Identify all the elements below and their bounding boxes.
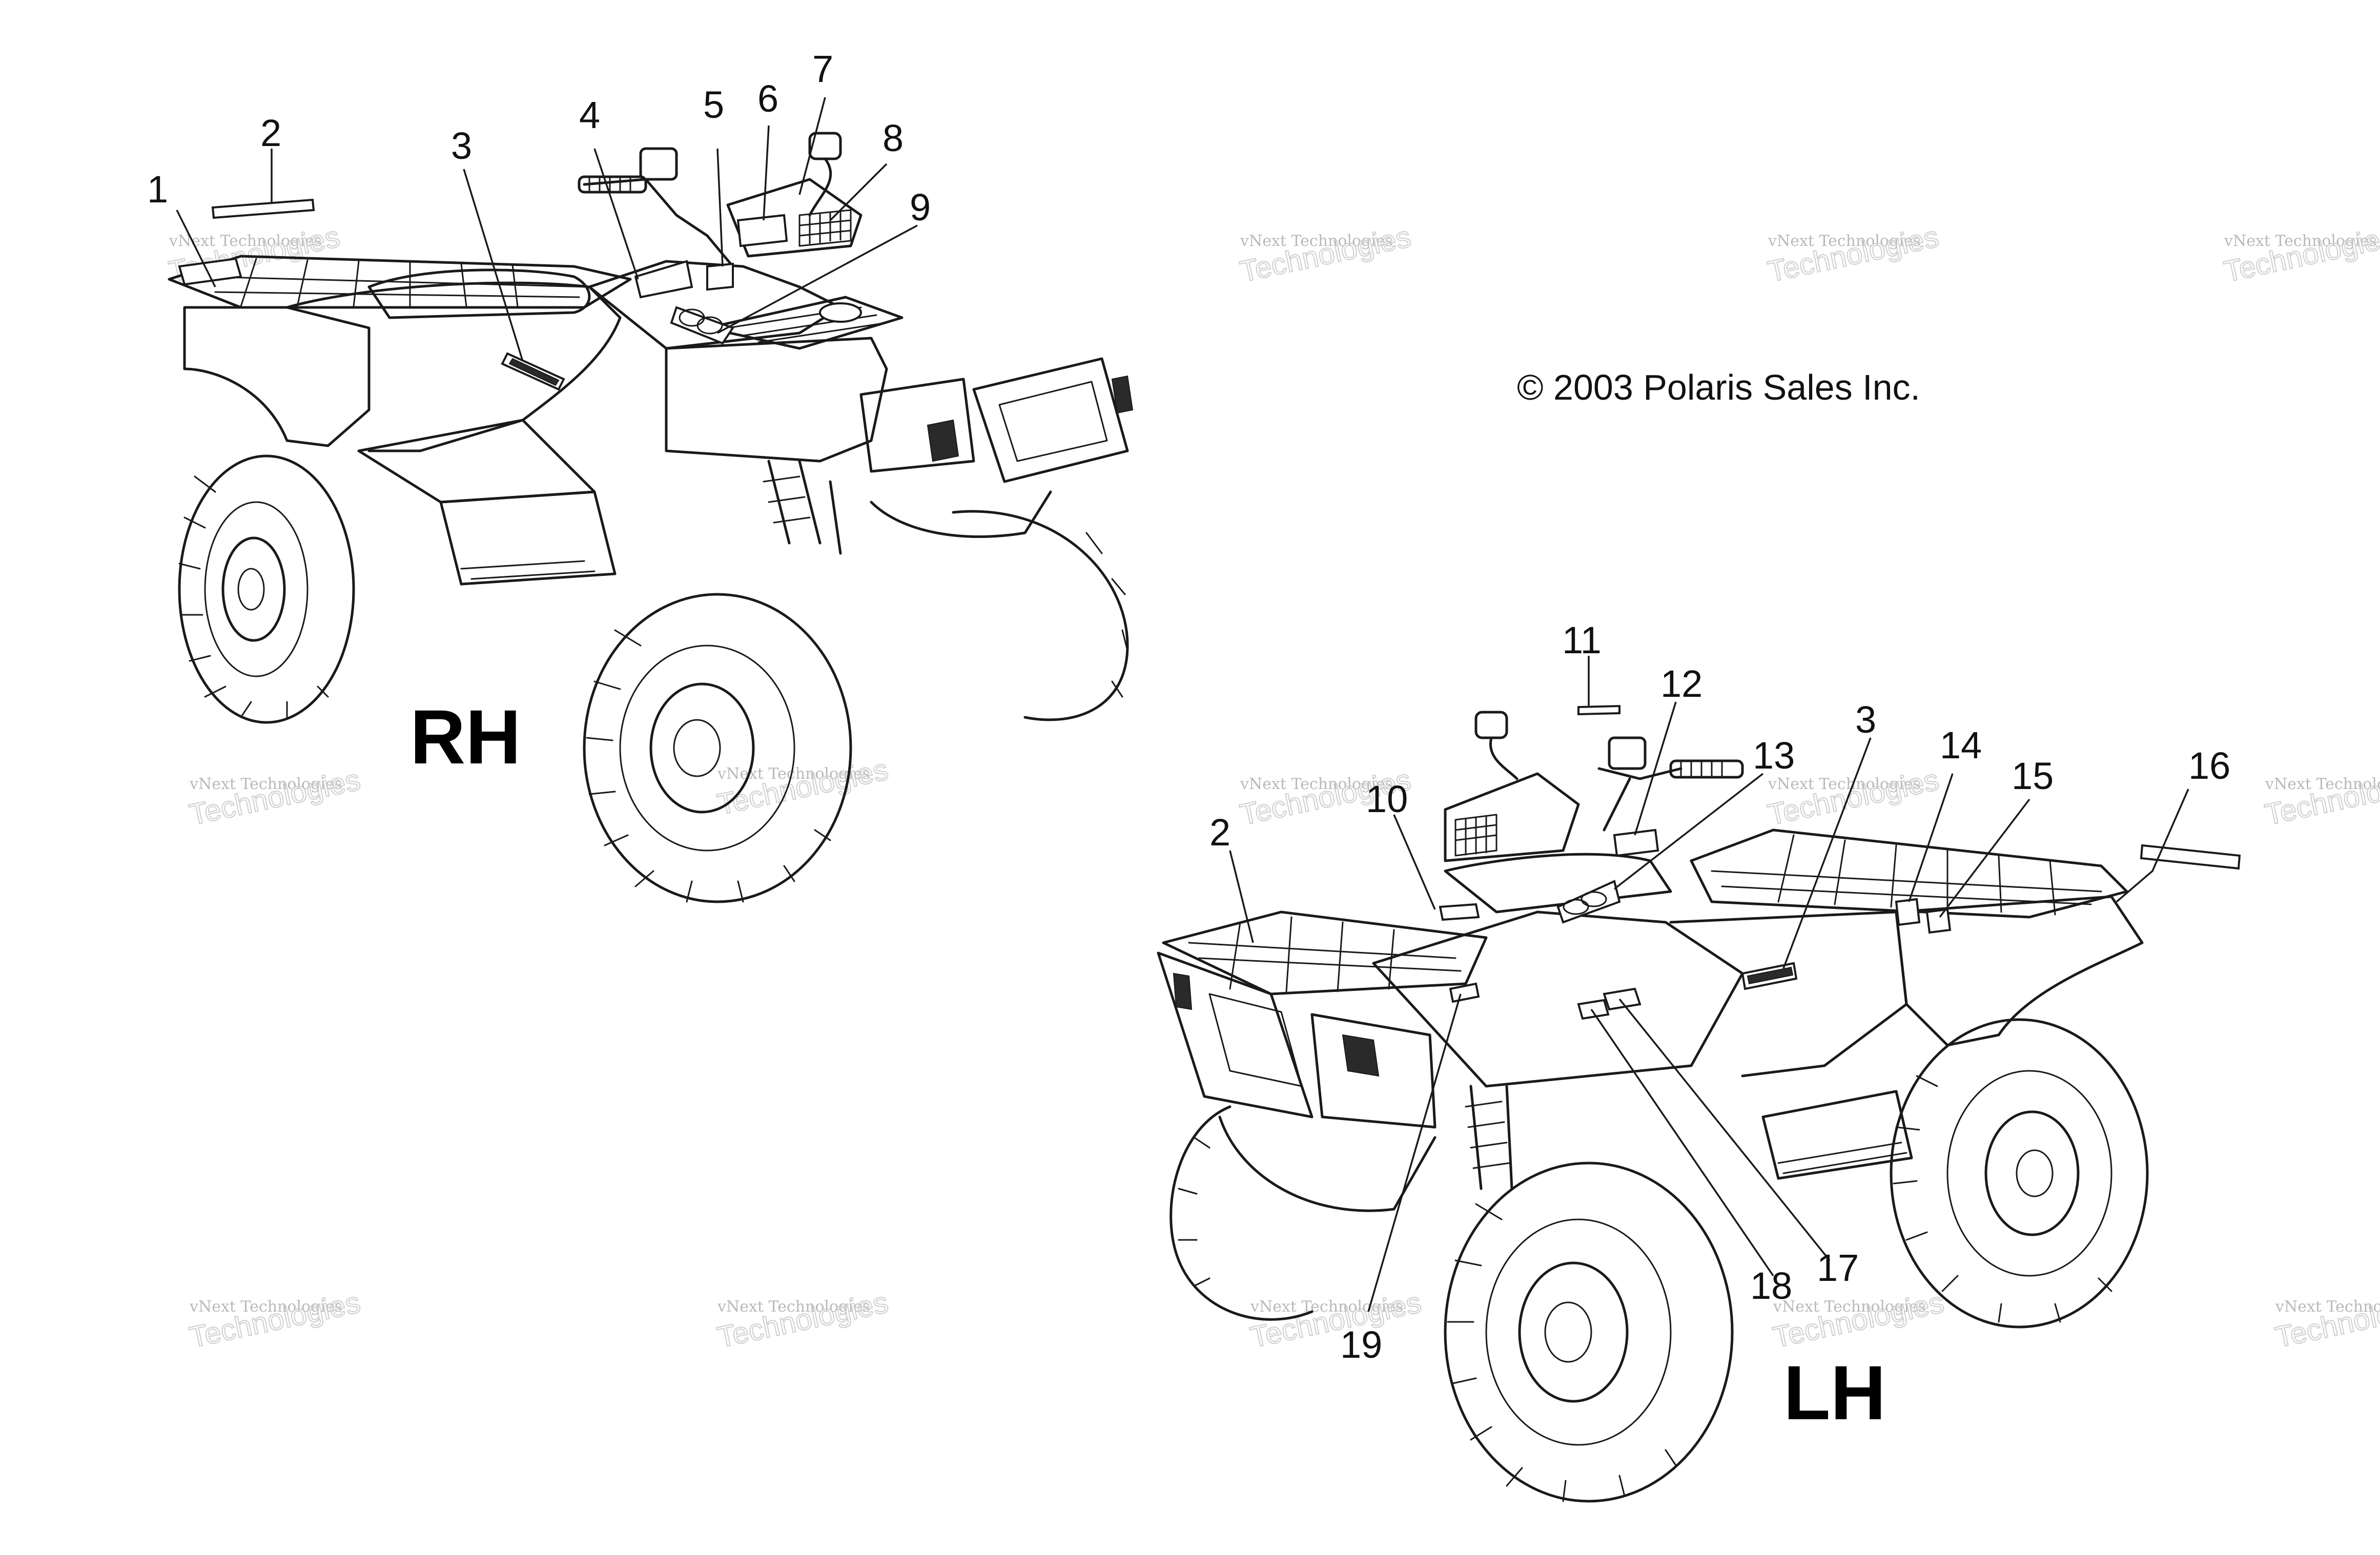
callout-lh-19: 19 — [1340, 1323, 1382, 1366]
watermark: vNext Technologies Technologies — [714, 1285, 892, 1355]
callout-rh-1: 1 — [147, 168, 168, 211]
callout-lh-12: 12 — [1660, 662, 1702, 705]
decal-9 — [670, 306, 735, 345]
watermark: vNext Technologies Technologies — [714, 752, 892, 822]
atv-lh-illustration — [1157, 704, 2241, 1503]
decal-4 — [634, 260, 693, 299]
watermark-line1: vNext Technologies — [1768, 775, 1921, 793]
leader-lines-rh — [176, 97, 918, 362]
watermark-line1: vNext Technologies — [717, 765, 870, 783]
view-label-rh: RH — [410, 694, 521, 780]
watermark-line2: Technologies — [1237, 220, 1414, 288]
watermark: vNext Technologies Technologies — [186, 1285, 364, 1355]
callouts-lh: 2 10 11 12 13 3 14 15 16 17 18 19 — [1209, 619, 2230, 1366]
watermark-line1: vNext Technologies — [169, 232, 322, 250]
decal-18 — [1577, 999, 1610, 1020]
view-label-lh: LH — [1783, 1350, 1886, 1436]
callout-lh-3: 3 — [1855, 698, 1876, 741]
watermark: vNext Technologies Technologies — [2262, 762, 2380, 832]
watermark: vNext Technologies Technologies — [2272, 1285, 2380, 1355]
callout-lh-15: 15 — [2012, 755, 2054, 797]
watermark-line1: vNext Technologies — [1773, 1298, 1926, 1316]
decal-1 — [178, 257, 242, 286]
decal-11 — [1577, 704, 1620, 716]
callout-rh-9: 9 — [910, 186, 931, 229]
decal-14 — [1895, 898, 1921, 926]
watermark-line1: vNext Technologies — [1240, 775, 1393, 793]
watermark-line2: Technologies — [2262, 763, 2380, 832]
callout-lh-10: 10 — [1366, 778, 1408, 820]
callout-rh-8: 8 — [883, 117, 904, 159]
watermark: vNext Technologies Technologies — [186, 762, 364, 832]
callout-rh-3: 3 — [451, 125, 472, 167]
decal-17 — [1603, 987, 1642, 1011]
watermark-line1: vNext Technologies — [189, 1298, 342, 1316]
decal-5 — [706, 262, 734, 291]
watermark-line2: Technologies — [2221, 220, 2380, 288]
watermark-line1: vNext Technologies — [189, 775, 342, 793]
watermark-line2: Technologies — [187, 1286, 363, 1354]
callout-rh-5: 5 — [703, 84, 724, 126]
callout-lh-13: 13 — [1753, 734, 1795, 777]
watermark-line2: Technologies — [714, 753, 891, 821]
watermark-line2: Technologies — [1765, 220, 1942, 288]
watermark-line1: vNext Technologies — [2275, 1298, 2380, 1316]
callout-rh-4: 4 — [579, 94, 600, 136]
callout-lh-14: 14 — [1940, 724, 1982, 766]
watermark-line1: vNext Technologies — [2265, 775, 2380, 793]
watermark-line1: vNext Technologies — [1768, 232, 1921, 250]
decal-8 — [819, 302, 862, 323]
watermark-line1: vNext Technologies — [1240, 232, 1393, 250]
callout-lh-2: 2 — [1209, 811, 1230, 854]
copyright-notice: © 2003 Polaris Sales Inc. — [1517, 367, 1920, 407]
atv-rh-view: 1 2 3 4 5 6 7 8 9 RH — [147, 48, 1134, 903]
callout-rh-6: 6 — [757, 77, 778, 120]
decal-13 — [1556, 880, 1621, 924]
callouts-rh: 1 2 3 4 5 6 7 8 9 — [147, 48, 931, 229]
atv-rh-illustration — [168, 132, 1134, 903]
watermark-line2: Technologies — [187, 763, 363, 832]
callout-lh-18: 18 — [1750, 1264, 1792, 1307]
decal-6 — [736, 214, 788, 247]
watermark: vNext Technologies Technologies — [1237, 219, 1414, 289]
watermark-line1: vNext Technologies — [1250, 1298, 1403, 1316]
decal-15 — [1925, 908, 1952, 934]
decal-16 — [2140, 844, 2241, 870]
watermark-line1: vNext Technologies — [2224, 232, 2377, 250]
watermark-line2: Technologies — [714, 1286, 891, 1354]
watermark: vNext Technologies Technologies — [1770, 1285, 1947, 1355]
leader-lines-lh — [1229, 656, 2189, 1312]
atv-lh-view: 2 10 11 12 13 3 14 15 16 17 18 19 LH — [1157, 619, 2241, 1503]
decal-10 — [1439, 903, 1480, 921]
decal-2 — [211, 198, 315, 219]
watermark: vNext Technologies Technologies — [1765, 219, 1942, 289]
decal-19 — [1449, 982, 1480, 1003]
callout-lh-11: 11 — [1562, 619, 1602, 661]
watermark-line1: vNext Technologies — [717, 1298, 870, 1316]
decal-12 — [1613, 828, 1659, 857]
callout-rh-2: 2 — [260, 112, 281, 154]
watermark: vNext Technologies Technologies — [2221, 219, 2380, 289]
callout-rh-7: 7 — [812, 48, 833, 90]
callout-lh-16: 16 — [2188, 744, 2230, 787]
watermark-line2: Technologies — [2272, 1286, 2380, 1354]
watermark-line2: Technologies — [1770, 1286, 1947, 1354]
callout-lh-17: 17 — [1817, 1247, 1859, 1289]
